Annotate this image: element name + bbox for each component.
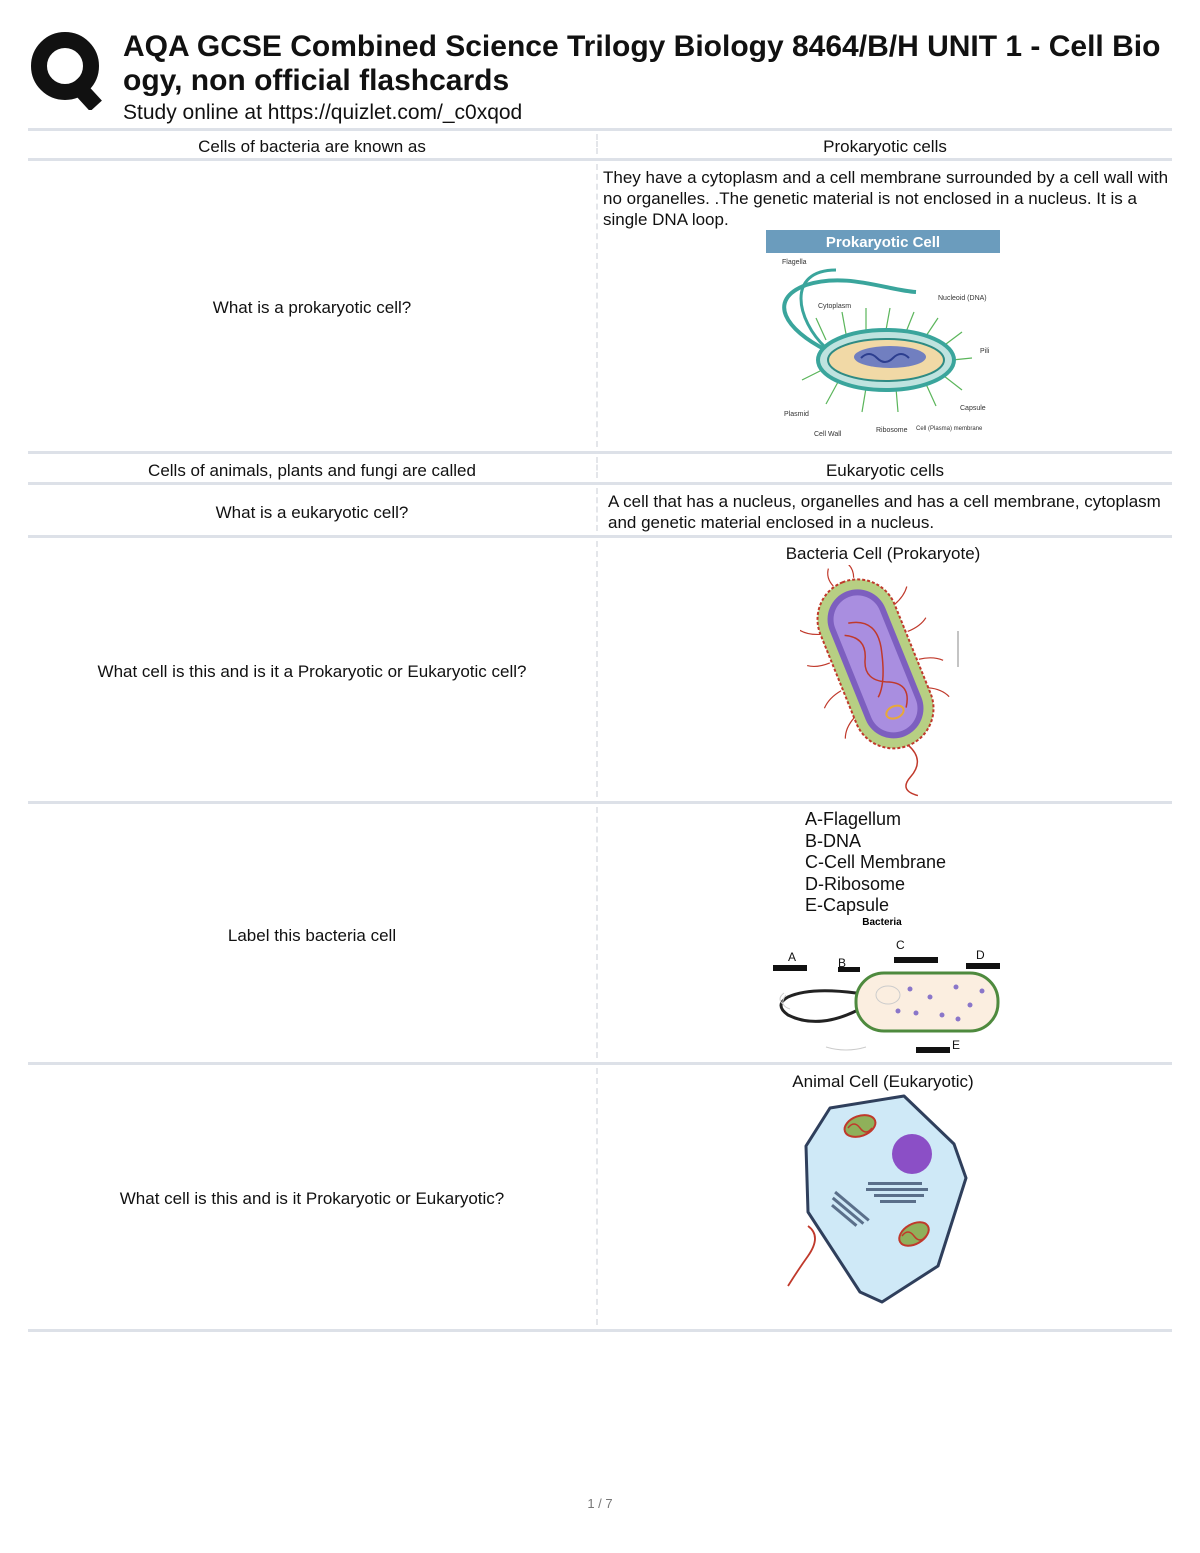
card-answer: Prokaryotic cells	[823, 137, 947, 156]
row-divider	[28, 801, 1172, 804]
card-answer: Bacteria Cell (Prokaryote)	[785, 544, 981, 563]
document-title: AQA GCSE Combined Science Trilogy Biolog…	[123, 30, 1200, 98]
label-flagella: Flagella	[782, 259, 807, 266]
label-capsule: Capsule	[960, 405, 986, 412]
diagram-title: Bacteria	[862, 917, 902, 928]
label-plasmid: Plasmid	[784, 411, 809, 418]
animal-cell-illustration	[787, 1094, 968, 1304]
prokaryotic-cell-diagram: Prokaryotic Cell Flagella Cytoplasm Nucl…	[766, 230, 1000, 438]
bacteria-cell-illustration	[800, 565, 959, 797]
card-answer: They have a cytoplasm and a cell membran…	[603, 168, 1169, 229]
card-question: Label this bacteria cell	[227, 926, 397, 945]
card-question: Cells of animals, plants and fungi are c…	[148, 461, 476, 480]
row-divider	[28, 128, 1172, 131]
column-divider	[596, 457, 600, 478]
column-divider	[596, 807, 600, 1058]
column-divider	[596, 541, 600, 797]
row-divider	[28, 158, 1172, 161]
column-divider	[596, 488, 600, 531]
card-answer: A cell that has a nucleus, organelles an…	[608, 492, 1161, 532]
label-line: E-Capsule	[805, 895, 890, 915]
label-cell-wall: Cell Wall	[814, 431, 842, 438]
quizlet-logo-icon	[31, 32, 102, 110]
label-cytoplasm: Cytoplasm	[818, 303, 851, 310]
letter-d: D	[976, 948, 985, 962]
column-divider	[596, 1068, 600, 1325]
page-number: 1 / 7	[587, 1496, 613, 1511]
card-question: What cell is this and is it Prokaryotic …	[119, 1189, 505, 1208]
card-answer: Animal Cell (Eukaryotic)	[792, 1072, 974, 1091]
label-line: D-Ribosome	[805, 873, 906, 894]
card-question: What is a prokaryotic cell?	[212, 298, 412, 317]
study-online-link[interactable]: Study online at https://quizlet.com/_c0x…	[123, 101, 523, 124]
diagram-banner: Prokaryotic Cell	[826, 234, 940, 251]
row-divider	[28, 482, 1172, 485]
column-divider	[596, 164, 600, 447]
label-ribosome: Ribosome	[876, 427, 908, 434]
card-question: What is a eukaryotic cell?	[215, 503, 409, 522]
label-line: C-Cell Membrane	[805, 852, 947, 872]
title-line-2: ogy, non official flashcards	[123, 64, 510, 97]
card-question: Cells of bacteria are known as	[198, 137, 426, 156]
letter-c: C	[896, 938, 905, 952]
bacteria-labels-list: A-Flagellum B-DNA C-Cell Membrane D-Ribo…	[805, 809, 946, 917]
row-divider	[28, 535, 1172, 538]
labelled-bacteria-diagram: Bacteria A B C D E	[773, 917, 1000, 1053]
letter-a: A	[788, 950, 796, 964]
label-line: B-DNA	[805, 830, 862, 851]
row-divider	[28, 1329, 1172, 1332]
card-question: What cell is this and is it a Prokaryoti…	[97, 662, 527, 681]
column-divider	[596, 134, 600, 154]
letter-e: E	[952, 1038, 960, 1052]
label-nucleoid: Nucleoid (DNA)	[938, 295, 987, 302]
row-divider	[28, 1062, 1172, 1065]
card-answer: Eukaryotic cells	[825, 461, 945, 480]
title-line-1: AQA GCSE Combined Science Trilogy Biolog…	[123, 30, 1161, 63]
label-pili: Pili	[980, 348, 990, 355]
label-line: A-Flagellum	[805, 809, 902, 829]
letter-b: B	[838, 956, 846, 970]
row-divider	[28, 451, 1172, 454]
label-cell-membrane: Cell (Plasma) membrane	[916, 426, 983, 432]
